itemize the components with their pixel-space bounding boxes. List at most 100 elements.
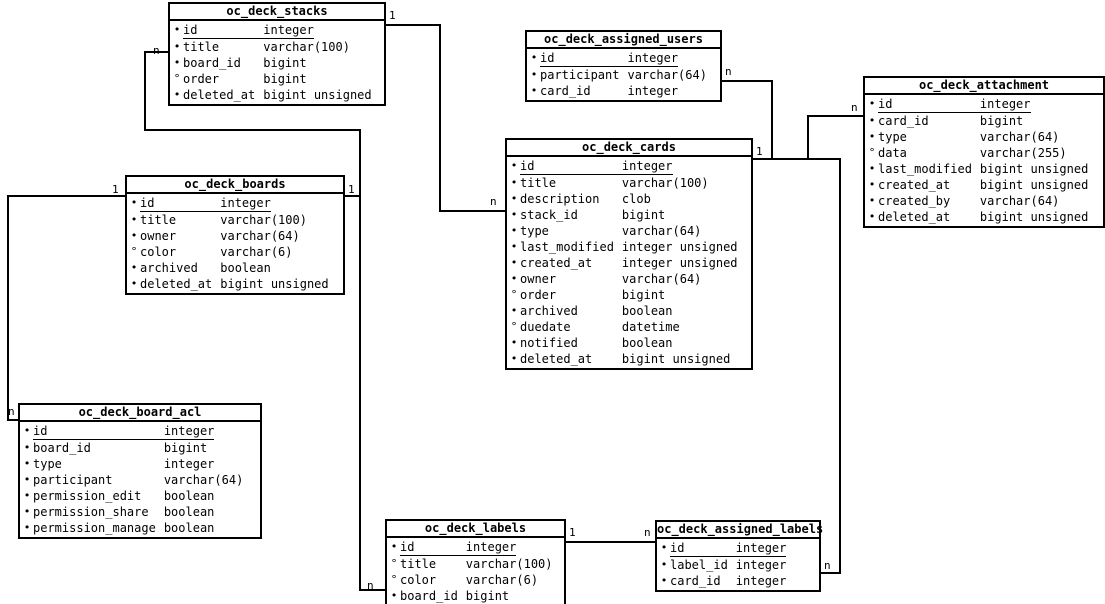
field-name: deleted_at	[520, 352, 593, 366]
field-marker-icon: •	[530, 68, 538, 81]
cardinality-label: n	[367, 579, 374, 592]
field-marker-icon: •	[530, 51, 538, 64]
field-type: varchar(64)	[627, 68, 707, 82]
relationship-line-oc_deck_cards-oc_deck_attachment	[753, 115, 863, 160]
field-type: varchar(64)	[163, 473, 244, 487]
field-name: title	[520, 176, 557, 190]
field-marker-icon: •	[130, 213, 138, 226]
field-name: board_id	[33, 441, 91, 455]
field-name: color	[400, 573, 437, 587]
cardinality-label: n	[725, 65, 732, 78]
nullable-field-marker-icon: °	[510, 288, 518, 301]
field-type: bigint unsigned	[621, 352, 731, 366]
field-name: data	[878, 146, 907, 160]
field-type: varchar(6)	[220, 245, 293, 259]
field-type: bigint unsigned	[979, 178, 1089, 192]
field-marker-icon: •	[23, 473, 31, 486]
nullable-field-marker-icon: °	[390, 573, 398, 586]
cardinality-label: 1	[112, 183, 119, 196]
field-marker-icon: •	[510, 272, 518, 285]
relationship-line-oc_deck_boards-oc_deck_board_acl	[7, 195, 125, 421]
field-name: deleted_at	[183, 88, 256, 102]
field-type: varchar(100)	[465, 557, 553, 571]
field-type: varchar(64)	[979, 194, 1060, 208]
field-name: last_modified	[878, 162, 972, 176]
field-marker-icon: •	[173, 88, 181, 101]
field-marker-icon: •	[660, 558, 668, 571]
field-marker-icon: •	[510, 176, 518, 189]
field-marker-icon: •	[23, 489, 31, 502]
field-name: last_modified	[520, 240, 614, 254]
field-marker-icon: •	[23, 424, 31, 437]
field-name: deleted_at	[140, 277, 213, 291]
field-name: archived	[520, 304, 578, 318]
field-type: boolean	[163, 521, 215, 535]
field-name: id	[520, 158, 622, 175]
field-type: bigint	[263, 56, 307, 70]
field-marker-icon: •	[510, 240, 518, 253]
field-marker-icon: •	[510, 304, 518, 317]
field-marker-icon: •	[530, 84, 538, 97]
field-type: clob	[621, 192, 651, 206]
relationship-line-oc_deck_cards-oc_deck_assigned_labels	[753, 158, 841, 574]
field-type: bigint	[465, 589, 510, 603]
field-marker-icon: •	[173, 40, 181, 53]
field-name: created_at	[520, 256, 593, 270]
table-title: oc_deck_cards	[507, 140, 751, 157]
cardinality-label: n	[153, 44, 160, 57]
field-name: owner	[520, 272, 557, 286]
field-name: id	[400, 539, 466, 556]
table-title: oc_deck_labels	[387, 521, 564, 538]
field-marker-icon: •	[510, 224, 518, 237]
field-type: integer	[735, 541, 787, 557]
table-title: oc_deck_boards	[127, 177, 343, 194]
nullable-field-marker-icon: °	[868, 146, 876, 159]
field-type: integer	[163, 457, 215, 471]
field-marker-icon: •	[23, 457, 31, 470]
table-title: oc_deck_attachment	[865, 78, 1103, 95]
field-marker-icon: •	[510, 208, 518, 221]
field-marker-icon: •	[510, 336, 518, 349]
field-marker-icon: •	[868, 194, 876, 207]
field-type: bigint	[263, 72, 307, 86]
field-type: bigint unsigned	[979, 162, 1089, 176]
field-type: bigint unsigned	[263, 88, 372, 102]
field-type: varchar(100)	[220, 213, 307, 227]
field-name: order	[183, 72, 220, 86]
field-name: id	[183, 22, 264, 39]
field-name: notified	[520, 336, 578, 350]
field-name: id	[33, 423, 164, 440]
field-type: boolean	[220, 261, 271, 275]
field-type: integer unsigned	[621, 256, 738, 270]
field-name: duedate	[520, 320, 571, 334]
field-name: permission_manage	[33, 521, 156, 535]
field-type: bigint unsigned	[220, 277, 329, 291]
field-type: integer	[627, 51, 679, 67]
field-marker-icon: •	[510, 192, 518, 205]
field-type: bigint	[163, 441, 208, 455]
field-name: participant	[33, 473, 113, 487]
field-type: integer	[220, 196, 271, 212]
field-marker-icon: •	[390, 589, 398, 602]
field-marker-icon: •	[173, 56, 181, 69]
field-name: permission_share	[33, 505, 149, 519]
field-name: card_id	[878, 114, 929, 128]
cardinality-label: 1	[569, 526, 576, 539]
cardinality-label: 1	[756, 145, 763, 158]
field-type: bigint	[621, 208, 666, 222]
cardinality-label: n	[490, 195, 497, 208]
field-type: integer	[627, 84, 679, 98]
field-marker-icon: •	[868, 210, 876, 223]
cardinality-label: 1	[389, 9, 396, 22]
